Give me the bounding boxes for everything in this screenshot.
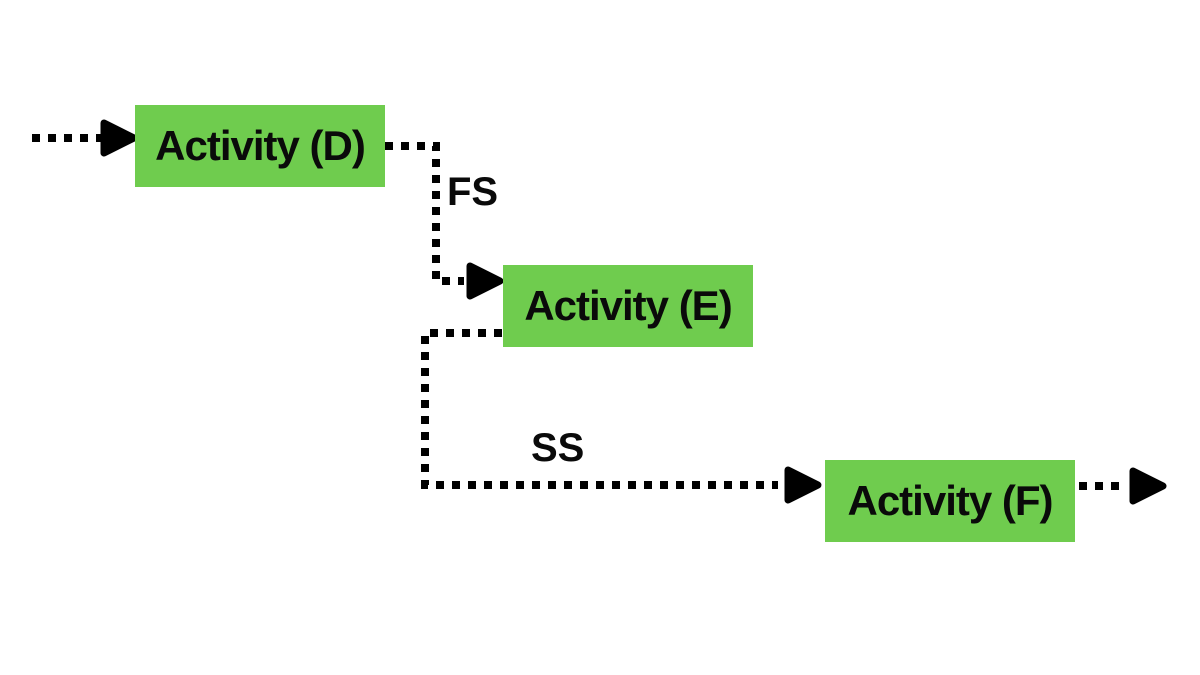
arrowhead-icon [784, 466, 822, 504]
activity-f-label: Activity (F) [847, 477, 1053, 524]
activity-box-d: Activity (D) [135, 105, 385, 187]
ss-dotted-elbow-line [421, 329, 778, 489]
fs-connector-d-to-e [385, 142, 504, 300]
ss-dependency-label: SS [531, 426, 585, 470]
activity-d-label: Activity (D) [155, 122, 366, 169]
fs-dotted-elbow-line [385, 142, 464, 285]
arrowhead-icon [1129, 467, 1167, 505]
activity-box-e: Activity (E) [503, 265, 753, 347]
arrowhead-icon [466, 262, 504, 300]
activity-e-label: Activity (E) [524, 282, 732, 329]
activity-box-f: Activity (F) [825, 460, 1075, 542]
fs-dependency-label: FS [447, 170, 499, 214]
exit-arrow-from-activity-f [1079, 467, 1167, 505]
ss-connector-e-to-f [421, 329, 822, 504]
arrowhead-icon [100, 119, 138, 157]
entry-arrow-into-activity-d [32, 119, 138, 157]
